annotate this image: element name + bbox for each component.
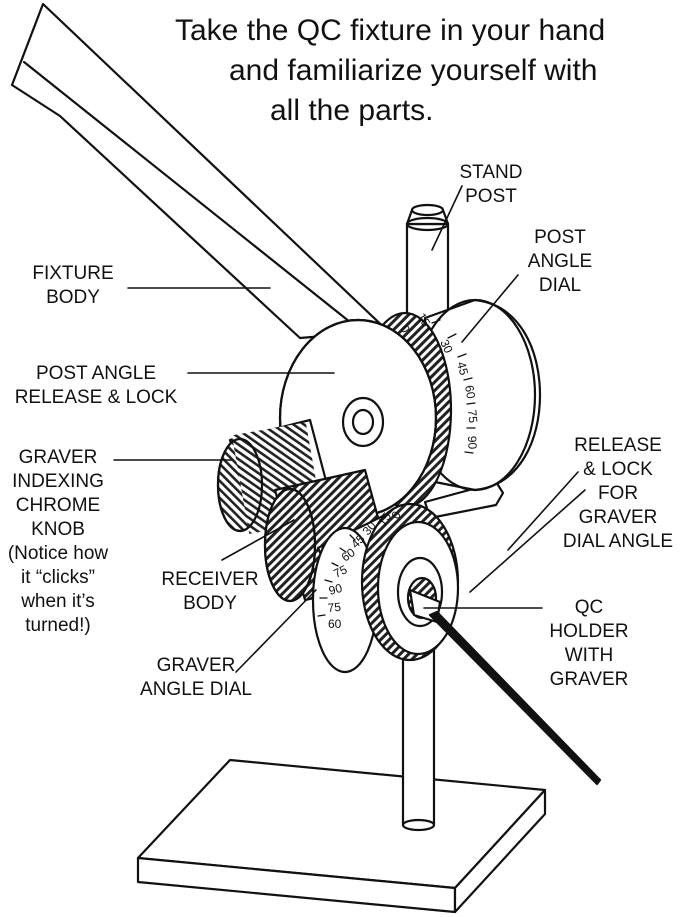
- label-fixture-body: FIXTURE BODY: [32, 263, 114, 308]
- post-dial-mark: 30: [437, 337, 455, 355]
- post-dial-mark: 15: [414, 311, 433, 330]
- graver-dial-ticks: [317, 534, 356, 617]
- post-dial-ticks: [431, 319, 476, 454]
- label-graver-angle-dial: GRAVER ANGLE DIAL: [140, 655, 252, 700]
- heading-line-3: all the parts.: [270, 94, 434, 127]
- graver-dial-mark: 90: [327, 581, 344, 598]
- leader-lines: [113, 185, 586, 673]
- post-dial-mark: 90: [465, 436, 479, 450]
- heading-line-2: and familiarize yourself with: [229, 54, 598, 87]
- label-receiver-body: RECEIVER BODY: [161, 569, 259, 614]
- label-release-lock-graver: RELEASE & LOCK FOR GRAVER DIAL ANGLE: [562, 435, 674, 552]
- label-post-angle-dial: POST ANGLE DIAL: [527, 227, 593, 296]
- graver-dial-mark: 60: [328, 617, 342, 631]
- base-plate: [136, 758, 547, 914]
- graver-dial-mark: 75: [331, 562, 349, 580]
- label-qc-holder: QC HOLDER WITH GRAVER: [549, 597, 629, 690]
- post-dial-mark: 45: [454, 360, 471, 377]
- graver-dial-mark: 75: [327, 600, 342, 615]
- label-stand-post: STAND POST: [459, 162, 523, 207]
- post-angle-dial-body: [413, 298, 542, 492]
- post-dial-mark: 60: [462, 384, 478, 400]
- graver-blade: [428, 610, 602, 786]
- post-dial-mark: 75: [465, 409, 480, 424]
- label-graver-indexing-knob: GRAVER INDEXING CHROME KNOB (Notice how …: [7, 447, 109, 636]
- label-post-angle-release: POST ANGLE RELEASE & LOCK: [14, 363, 178, 408]
- heading-line-1: Take the QC fixture in your hand: [175, 14, 606, 47]
- graver-indexing-knob-shape: [216, 418, 337, 534]
- post-dial-numbers: 0 15 30 45 60 75 90: [397, 311, 480, 450]
